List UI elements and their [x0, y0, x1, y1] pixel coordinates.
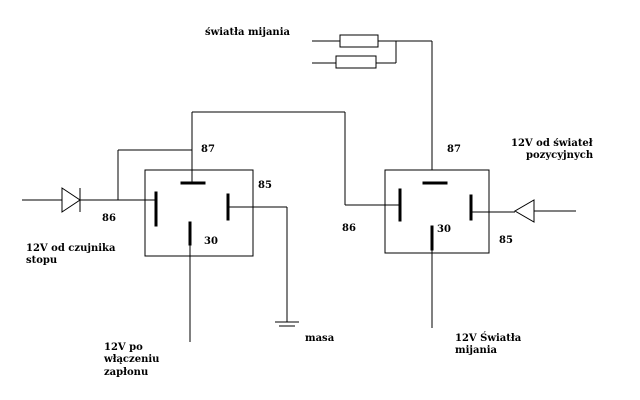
label-position-lights-2: pozycyjnych: [526, 150, 594, 161]
label-headlights-out-2: mijania: [455, 345, 498, 356]
label-ground: masa: [305, 333, 335, 344]
diode-right: [514, 199, 535, 223]
label-ignition-2: włączeniu: [104, 354, 160, 365]
relay-right-pin-87: 87: [447, 144, 461, 155]
relay-right-pin-86: 86: [342, 223, 356, 234]
label-headlights-top: światła mijania: [205, 27, 290, 38]
label-ignition-3: zapłonu: [104, 367, 149, 378]
label-stop-sensor-1: 12V od czujnika: [26, 243, 116, 254]
diode-left: [61, 187, 81, 213]
fuse-bottom: [335, 55, 377, 69]
relay-left-pin-86: 86: [102, 213, 116, 224]
label-headlights-out-1: 12V Światła: [455, 333, 522, 344]
relay-left-body: [144, 169, 254, 257]
relay-left-pin-85: 85: [258, 180, 272, 191]
label-ignition-1: 12V po: [104, 342, 143, 353]
relay-left-pin-87: 87: [201, 144, 215, 155]
label-stop-sensor-2: stopu: [26, 255, 58, 266]
label-position-lights-1: 12V od świateł: [511, 138, 593, 149]
fuse-top: [339, 34, 379, 48]
relay-left-pin-30: 30: [204, 236, 218, 247]
relay-right-pin-85: 85: [499, 235, 513, 246]
relay-right-pin-30: 30: [437, 224, 451, 235]
